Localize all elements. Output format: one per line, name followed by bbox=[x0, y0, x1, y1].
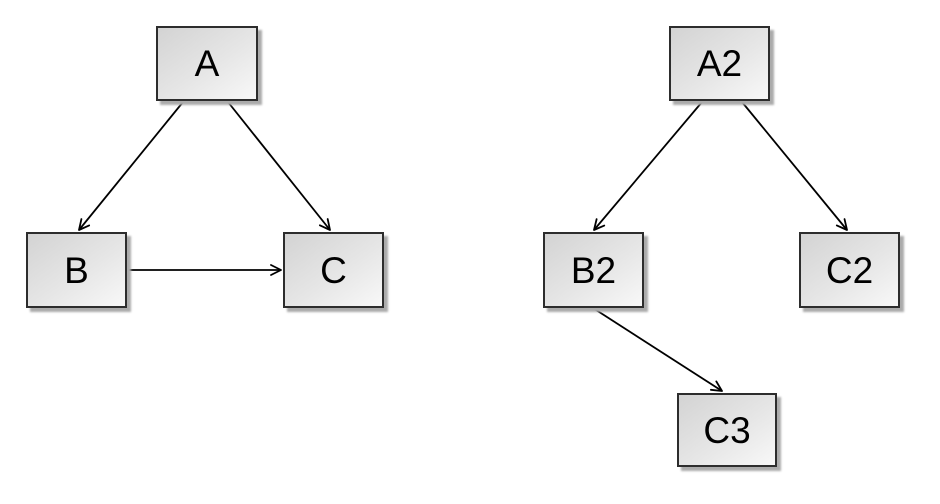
node-label-B: B bbox=[64, 249, 89, 291]
node-B2[interactable]: B2 bbox=[543, 232, 644, 308]
node-B[interactable]: B bbox=[26, 232, 127, 308]
edge-A2-to-C2 bbox=[741, 101, 848, 231]
node-A[interactable]: A bbox=[156, 26, 258, 101]
node-label-C2: C2 bbox=[825, 249, 874, 291]
node-label-A: A bbox=[194, 43, 220, 84]
edge-A2-to-B2 bbox=[593, 101, 703, 231]
node-C[interactable]: C bbox=[283, 232, 384, 308]
node-C3[interactable]: C3 bbox=[677, 393, 777, 467]
edge-A-to-B bbox=[78, 101, 184, 231]
edge-B2-to-C3 bbox=[592, 307, 723, 392]
node-C2[interactable]: C2 bbox=[799, 232, 900, 308]
node-A2[interactable]: A2 bbox=[669, 26, 770, 101]
edge-A-to-C bbox=[227, 101, 331, 231]
node-label-B2: B2 bbox=[570, 249, 617, 291]
node-label-C: C bbox=[320, 249, 347, 291]
node-label-C3: C3 bbox=[703, 409, 751, 451]
node-label-A2: A2 bbox=[696, 43, 743, 84]
edges-group bbox=[78, 101, 848, 392]
